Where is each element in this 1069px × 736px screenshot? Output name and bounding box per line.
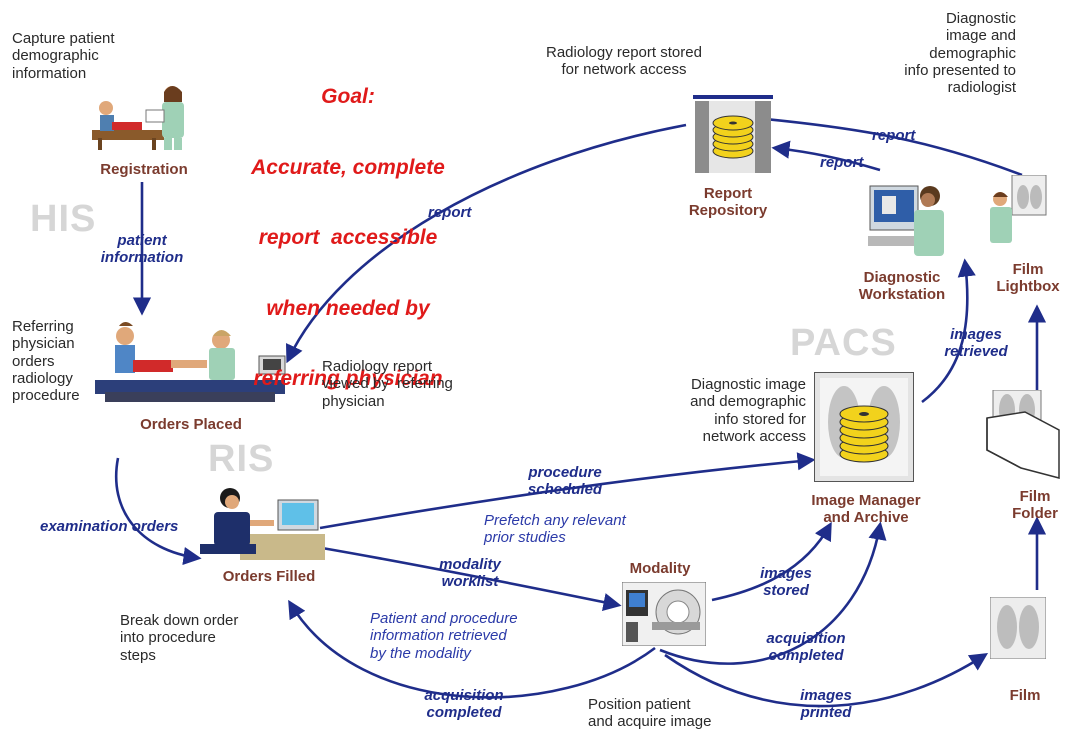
film-lightbox-illustration xyxy=(990,175,1047,243)
orders-placed-illustration xyxy=(95,322,286,402)
registration-illustration xyxy=(92,86,184,150)
arrow-repository-to-orders-placed xyxy=(286,123,687,364)
film-illustration xyxy=(990,597,1046,659)
flow-report-from-workstation: report xyxy=(820,154,864,171)
note-image-stored: Diagnostic image and demographic info st… xyxy=(690,376,806,445)
goal-statement: Goal: Accurate, complete report accessib… xyxy=(228,38,468,438)
flow-acquisition-completed-orders: acquisition completed xyxy=(424,687,504,722)
goal-line: report accessible xyxy=(258,226,438,250)
goal-line: Accurate, complete xyxy=(251,155,445,179)
arrow-modality-to-archive-stored xyxy=(711,521,832,602)
flow-images-printed: images printed xyxy=(800,687,852,722)
arrow-orders-placed-to-orders-filled xyxy=(115,457,202,566)
node-diagnostic-workstation: Diagnostic Workstation xyxy=(858,269,946,304)
note-report-viewed: Radiology report viewed by referring phy… xyxy=(322,358,453,410)
system-label-pacs: PACS xyxy=(790,322,897,364)
note-diagnostic-presented: Diagnostic image and demographic info pr… xyxy=(904,10,1016,96)
node-orders-placed: Orders Placed xyxy=(140,416,242,433)
node-modality: Modality xyxy=(629,560,691,577)
note-report-stored: Radiology report stored for network acce… xyxy=(546,44,702,79)
arrow-orders-filled-to-modality xyxy=(321,546,622,612)
subnote-retrieved-by-modality: Patient and procedure information retrie… xyxy=(370,610,518,662)
system-label-his: HIS xyxy=(30,198,97,240)
flow-acquisition-completed-archive: acquisition completed xyxy=(766,630,846,665)
node-film-folder: Film Folder xyxy=(1012,488,1058,523)
arrow-lightbox-to-repository xyxy=(751,110,1023,177)
arrow-orders-filled-to-archive xyxy=(319,452,816,530)
flow-images-stored: images stored xyxy=(760,565,812,600)
node-orders-filled: Orders Filled xyxy=(222,568,316,585)
arrow-archive-to-workstation xyxy=(921,258,976,404)
film-folder-illustration xyxy=(986,390,1060,479)
flow-procedure-scheduled: procedure scheduled xyxy=(527,464,603,499)
flow-report-to-orders: report xyxy=(428,204,472,221)
flow-images-retrieved: images retrieved xyxy=(944,326,1008,361)
diagnostic-workstation-illustration xyxy=(868,185,944,256)
node-registration: Registration xyxy=(100,161,188,178)
node-film: Film xyxy=(1009,687,1041,704)
node-image-manager: Image Manager and Archive xyxy=(811,492,921,527)
subnote-prefetch: Prefetch any relevant prior studies xyxy=(484,512,626,547)
image-manager-illustration xyxy=(814,372,914,482)
flow-modality-worklist: modality worklist xyxy=(439,556,501,591)
orders-filled-illustration xyxy=(200,488,325,560)
system-label-ris: RIS xyxy=(208,438,275,480)
goal-line: Goal: xyxy=(321,85,375,109)
node-film-lightbox: Film Lightbox xyxy=(996,261,1060,296)
flow-patient-information: patient information xyxy=(100,232,184,267)
node-report-repository: Report Repository xyxy=(688,185,768,220)
note-break-down-order: Break down order into procedure steps xyxy=(120,612,239,664)
report-repository-illustration xyxy=(693,95,773,173)
arrow-modality-to-orders-filled xyxy=(288,599,656,699)
note-position-patient: Position patient and acquire image xyxy=(588,696,712,731)
goal-line: referring physician xyxy=(253,367,443,391)
arrow-modality-to-film xyxy=(664,653,989,708)
note-referring-physician: Referring physician orders radiology pro… xyxy=(12,318,80,404)
arrow-workstation-to-repository xyxy=(771,140,881,172)
arrow-modality-to-archive-completed xyxy=(659,521,887,665)
note-capture-demographics: Capture patient demographic information xyxy=(12,30,115,82)
modality-illustration xyxy=(622,582,706,646)
flow-examination-orders: examination orders xyxy=(40,518,179,535)
flow-report-from-lightbox: report xyxy=(872,127,916,144)
goal-line: when needed by xyxy=(266,296,430,320)
